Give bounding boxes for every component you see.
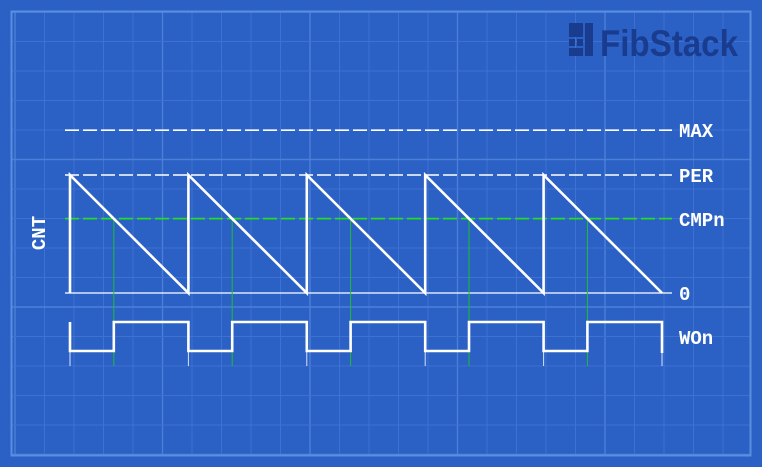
- won-label: WOn: [679, 328, 713, 350]
- background-grid: [12, 11, 750, 456]
- y-axis-label: CNT: [29, 216, 51, 250]
- frame-border: [10, 10, 752, 457]
- per-label: PER: [679, 166, 714, 188]
- period-ticks: [69, 352, 663, 366]
- brand-name: FibStack: [600, 23, 738, 64]
- zero-label: 0: [679, 284, 690, 306]
- max-label: MAX: [679, 121, 714, 143]
- cmp-label: CMPn: [679, 210, 725, 232]
- brand-logo: FibStack: [569, 23, 738, 64]
- logo-mark-icon: [569, 23, 593, 56]
- won-square-waveform: [68, 320, 664, 353]
- cnt-sawtooth-waveform: [68, 171, 663, 297]
